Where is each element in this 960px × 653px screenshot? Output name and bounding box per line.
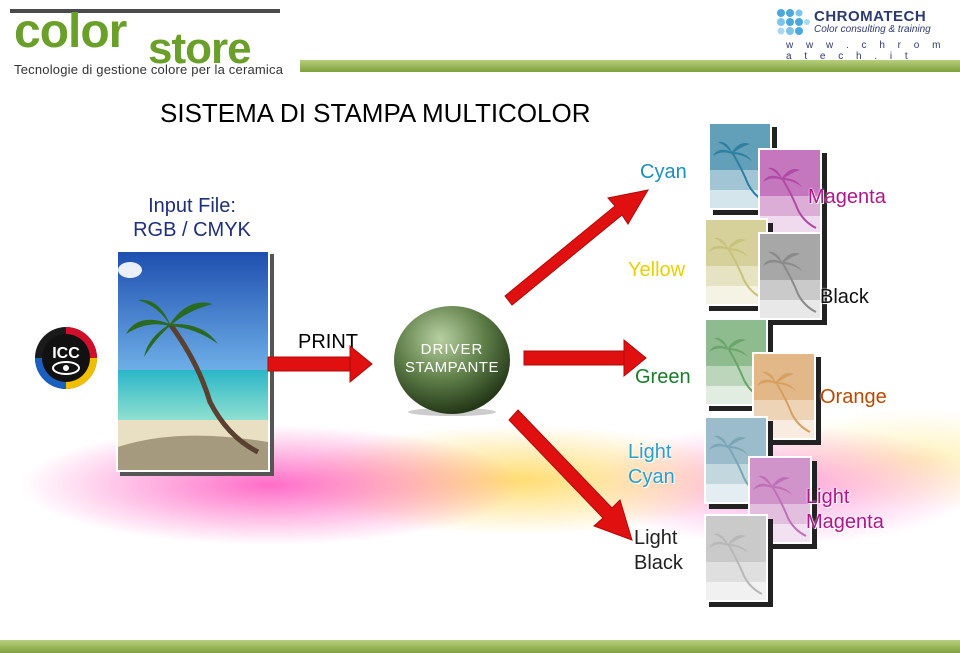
header-band	[300, 60, 960, 72]
driver-label-line2: STAMPANTE	[405, 359, 499, 376]
arrow-to-green	[523, 338, 647, 378]
ink-label-magenta-text: Magenta	[808, 186, 886, 208]
input-label-line2: RGB / CMYK	[133, 219, 251, 241]
logo-store-word: store	[148, 24, 252, 74]
ink-label-yellow: Yellow	[628, 258, 685, 283]
arrow-to-light-black	[508, 409, 633, 541]
arrow-to-cyan	[504, 189, 649, 306]
ink-label-light-magenta-line1: Light	[806, 486, 850, 508]
logo-color-word: color	[14, 4, 127, 59]
ink-label-green-text: Green	[635, 366, 691, 388]
ink-label-light-black-line1: Light	[634, 527, 678, 549]
chromatech-logo-icon	[777, 9, 810, 35]
ink-label-light-cyan: Light Cyan	[628, 440, 675, 490]
icc-logo-icon: ICC	[35, 327, 97, 389]
separation-thumb-yellow	[704, 218, 768, 306]
driver-label-line1: DRIVER	[421, 341, 484, 358]
ink-label-light-black: Light Black	[634, 526, 683, 576]
ink-label-cyan: Cyan	[640, 160, 687, 185]
ink-label-yellow-text: Yellow	[628, 259, 686, 281]
partner-name: CHROMATECH	[814, 8, 927, 25]
icc-logo-text: ICC	[52, 345, 80, 362]
ink-label-orange-text: Orange	[820, 386, 887, 408]
logo-underline	[10, 9, 280, 13]
ink-label-light-magenta: Light Magenta	[806, 485, 884, 535]
ink-label-magenta: Magenta	[808, 185, 886, 210]
ink-label-light-black-line2: Black	[634, 552, 683, 574]
logo-tagline: Tecnologie di gestione colore per la cer…	[14, 62, 284, 77]
ink-label-light-cyan-line2: Cyan	[628, 466, 675, 488]
ink-label-cyan-text: Cyan	[640, 161, 687, 183]
partner-subtitle: Color consulting & training	[814, 24, 931, 35]
separation-thumb-light-black	[704, 514, 768, 602]
partner-url: w w w . c h r o m a t e c h . i t	[786, 40, 946, 62]
ink-label-green: Green	[635, 365, 691, 390]
separation-thumb-light-magenta	[748, 456, 812, 544]
print-arrow	[267, 344, 373, 384]
ink-label-light-magenta-line2: Magenta	[806, 511, 884, 533]
printer-driver-sphere: DRIVER STAMPANTE	[394, 306, 510, 416]
input-photo	[116, 250, 270, 472]
logo-word-store: store	[148, 24, 252, 73]
print-label: PRINT	[298, 331, 358, 353]
ink-label-black-text: Black	[820, 286, 869, 308]
logo-word-color: color	[14, 5, 127, 58]
footer-band	[0, 640, 960, 653]
ink-label-black: Black	[820, 285, 869, 310]
ink-label-orange: Orange	[820, 385, 887, 410]
ink-label-light-cyan-line1: Light	[628, 441, 672, 463]
page-title: SISTEMA DI STAMPA MULTICOLOR	[160, 98, 591, 128]
input-file-label: Input File: RGB / CMYK	[112, 194, 272, 242]
separation-thumb-black	[758, 232, 822, 320]
input-label-line1: Input File:	[148, 195, 236, 217]
